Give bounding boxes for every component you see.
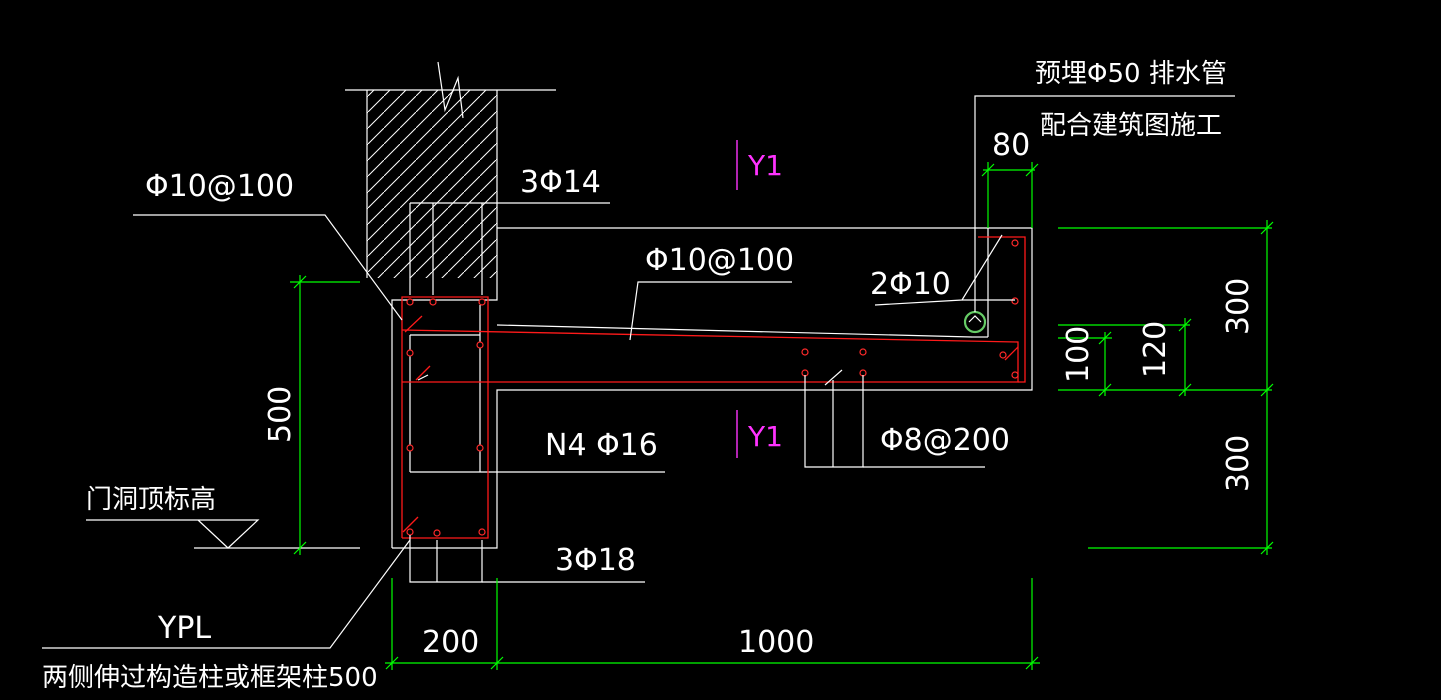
rebar-dot [433,529,441,537]
rebar-dots [406,239,1019,537]
dim-200: 200 [422,625,479,660]
rebar-dot [406,298,414,306]
dim-500: 500 [263,386,298,443]
rebar-dot [476,444,484,452]
rebar-dot [406,349,414,357]
rebar-dot [478,298,486,306]
rebar-dot [801,348,809,356]
rebar-dot [999,351,1007,359]
label-3phi18: 3Φ18 [555,543,636,578]
rebar-dot [478,528,486,536]
dim-1000: 1000 [738,625,814,660]
label-3phi14: 3Φ14 [520,165,601,200]
drain-pipe [963,310,987,334]
dimension-lines [290,162,1274,670]
rebar-dot [1011,297,1019,305]
rebar-dot [476,341,484,349]
rebar-cage [401,236,1026,539]
label-y1-bottom: Y1 [747,420,783,453]
label-phi10-100-left: Φ10@100 [145,169,294,204]
break-line [437,61,464,119]
dim-80: 80 [992,128,1030,163]
rebar-dot [406,528,414,536]
wall-above [345,61,610,295]
dimension-text: 80 300 120 100 300 500 200 1000 [263,128,1256,660]
label-door-top-elevation: 门洞顶标高 [86,485,216,515]
label-y1-top: Y1 [747,149,783,182]
rebar-dot [859,348,867,356]
dim-120: 120 [1138,321,1173,378]
label-drain-note-2: 配合建筑图施工 [1040,111,1222,141]
label-phi10-100-slab: Φ10@100 [645,243,794,278]
label-extend-note: 两侧伸过构造柱或框架柱500 [42,663,378,693]
leader-lines [42,95,1235,649]
dim-300-upper: 300 [1221,278,1256,335]
dim-300-lower: 300 [1221,435,1256,492]
annotation-text: Φ10@100 3Φ14 Y1 Φ10@100 2Φ10 预埋Φ50 排水管 配… [42,59,1227,693]
rebar-dot [1011,239,1019,247]
label-drain-note-1: 预埋Φ50 排水管 [1035,59,1227,89]
label-n4-phi16: N4 Φ16 [545,428,658,463]
dim-100: 100 [1061,326,1096,383]
label-phi8-200: Φ8@200 [880,423,1010,458]
rebar-dot [429,298,437,306]
rebar-dot [1011,371,1019,379]
label-2phi10: 2Φ10 [870,267,951,302]
rebar-dot [406,444,414,452]
label-ypl: YPL [157,611,211,646]
